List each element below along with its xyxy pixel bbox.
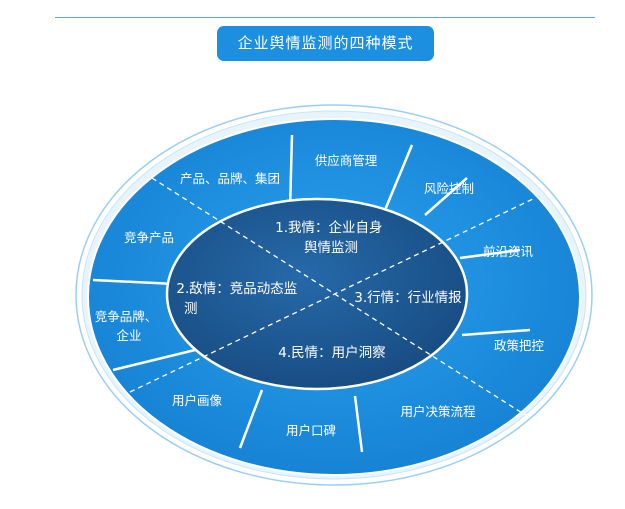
outer-label-competing-brands: 竞争品牌、 企业 [95,309,162,343]
inner-label-user-situation: 4.民情：用户洞察 [278,344,386,361]
outer-label-user-decision-process: 用户决策流程 [400,404,476,419]
inner-label-industry-situation: 3.行情：行业情报 [354,290,461,306]
outer-label-product-brand-group: 产品、品牌、集团 [180,171,280,186]
outer-halo-ring [75,104,593,486]
inner-ellipse [165,197,469,391]
top-divider-line [55,17,595,18]
outer-label-user-profile: 用户画像 [172,393,223,408]
diagonal-dashed-lines [129,177,536,419]
outer-label-supplier-management: 供应商管理 [315,153,378,168]
outer-label-user-reputation: 用户口碑 [286,423,336,438]
outer-label-risk-control: 风险控制 [424,181,474,196]
outer-label-policy-control: 政策把控 [494,338,545,353]
inner-label-competitor-situation: 2.敌情：竞品动态监 测 [176,280,301,317]
outer-label-competing-products: 竞争产品 [124,230,174,245]
outer-label-frontier-news: 前沿资讯 [483,244,534,259]
outer-segment-dividers [92,134,531,453]
title-badge: 企业舆情监测的四种模式 [217,26,434,61]
inner-label-my-situation: 1.我情：企业自身 舆情监测 [275,219,387,256]
